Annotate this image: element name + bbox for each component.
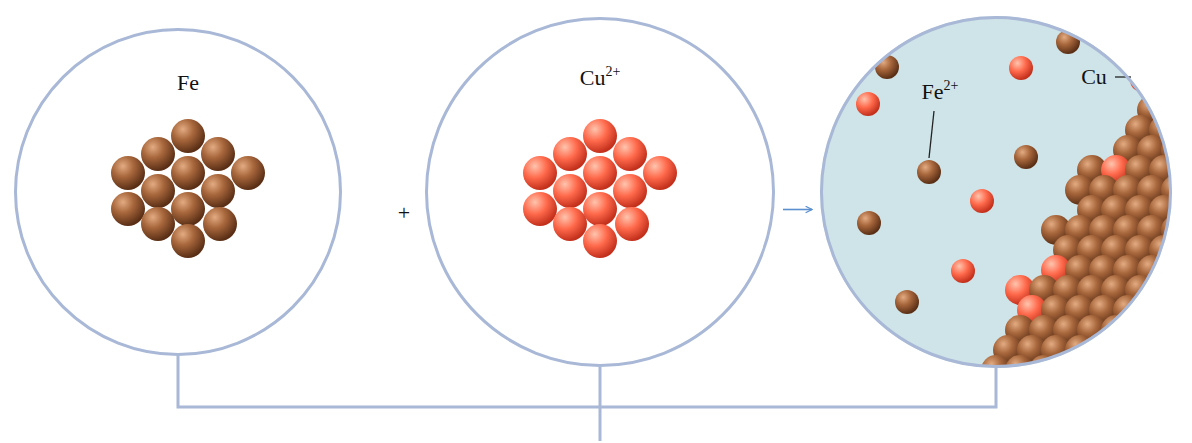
iron-atom — [1185, 135, 1192, 165]
iron-atom — [111, 156, 145, 190]
iron-atom — [1161, 255, 1191, 285]
iron-atom — [141, 137, 175, 171]
reaction-arrow — [783, 209, 812, 211]
copper-atom — [643, 156, 677, 190]
iron-atom — [1149, 315, 1179, 345]
copper-atom — [1009, 56, 1033, 80]
copper-atom — [583, 224, 617, 258]
copper-atom — [856, 92, 880, 116]
copper-atom — [523, 156, 557, 190]
copper-atom — [1130, 68, 1154, 92]
iron-atom — [1053, 355, 1083, 385]
iron-atom — [201, 174, 235, 208]
iron-atom — [1185, 175, 1192, 205]
particle-circle: Fe — [14, 28, 342, 356]
iron-atom — [1014, 145, 1038, 169]
iron-atom — [1149, 75, 1179, 105]
copper-atom — [523, 192, 557, 226]
copper-atom — [553, 174, 587, 208]
copper-atom — [951, 259, 975, 283]
iron-atom — [1161, 55, 1191, 85]
iron-atom — [857, 211, 881, 235]
copper-atom — [615, 207, 649, 241]
iron-atom — [1113, 335, 1143, 365]
iron-atom — [111, 192, 145, 226]
product-label: Fe2+ — [922, 79, 959, 104]
copper-atom — [553, 137, 587, 171]
copper-atom — [553, 207, 587, 241]
product-particles — [856, 30, 1192, 385]
iron-atom — [1125, 315, 1155, 345]
iron-atom — [1077, 355, 1107, 385]
copper-atom — [583, 192, 617, 226]
iron-atom — [1173, 275, 1192, 305]
solution-fill — [820, 16, 1172, 368]
iron-atom — [171, 156, 205, 190]
iron-atom — [1173, 155, 1192, 185]
iron-atom — [1137, 335, 1167, 365]
copper-ion-cluster — [523, 119, 677, 258]
iron-atom — [1125, 355, 1155, 385]
iron-atom — [875, 55, 899, 79]
iron-atom — [1113, 295, 1143, 325]
particle-circle: Fe2+ Cu — [820, 16, 1172, 368]
iron-atom — [141, 174, 175, 208]
bracket — [178, 356, 996, 441]
iron-atom — [141, 207, 175, 241]
iron-atom — [1101, 355, 1131, 385]
iron-atom — [1185, 55, 1192, 85]
copper-atom — [583, 156, 617, 190]
iron-atom — [1185, 295, 1192, 325]
iron-atom — [1173, 315, 1192, 345]
reactant-label: Cu2+ — [580, 65, 621, 90]
iron-cluster — [111, 119, 265, 258]
leader-line — [929, 111, 934, 158]
iron-atom — [895, 290, 919, 314]
iron-atom — [1161, 335, 1191, 365]
iron-atom — [1173, 115, 1192, 145]
copper-atom — [613, 137, 647, 171]
iron-atom — [1185, 255, 1192, 285]
plus-sign: + — [398, 200, 410, 225]
copper-atom — [613, 174, 647, 208]
iron-atom — [1173, 235, 1192, 265]
product-label: Cu — [1081, 64, 1107, 89]
iron-atom — [1185, 95, 1192, 125]
iron-atom — [1089, 335, 1119, 365]
iron-atom — [1137, 295, 1167, 325]
copper-atom — [970, 189, 994, 213]
iron-atom — [1161, 95, 1191, 125]
iron-atom — [1185, 215, 1192, 245]
iron-atom — [171, 224, 205, 258]
iron-atom — [1173, 195, 1192, 225]
iron-atom — [203, 207, 237, 241]
iron-atom — [1161, 295, 1191, 325]
iron-atom — [201, 137, 235, 171]
circle-outline — [820, 16, 1172, 368]
iron-atom — [1149, 275, 1179, 305]
iron-atom — [171, 119, 205, 153]
iron-atom — [1149, 355, 1179, 385]
iron-atom — [231, 156, 265, 190]
particle-circle: Cu2+ — [425, 17, 775, 367]
copper-atom — [583, 119, 617, 153]
iron-atom — [917, 160, 941, 184]
iron-atom — [171, 192, 205, 226]
reactant-label: Fe — [177, 70, 199, 95]
iron-atom — [1185, 335, 1192, 365]
iron-atom — [1005, 355, 1035, 385]
iron-atom — [1173, 75, 1192, 105]
iron-atom — [1173, 355, 1192, 385]
